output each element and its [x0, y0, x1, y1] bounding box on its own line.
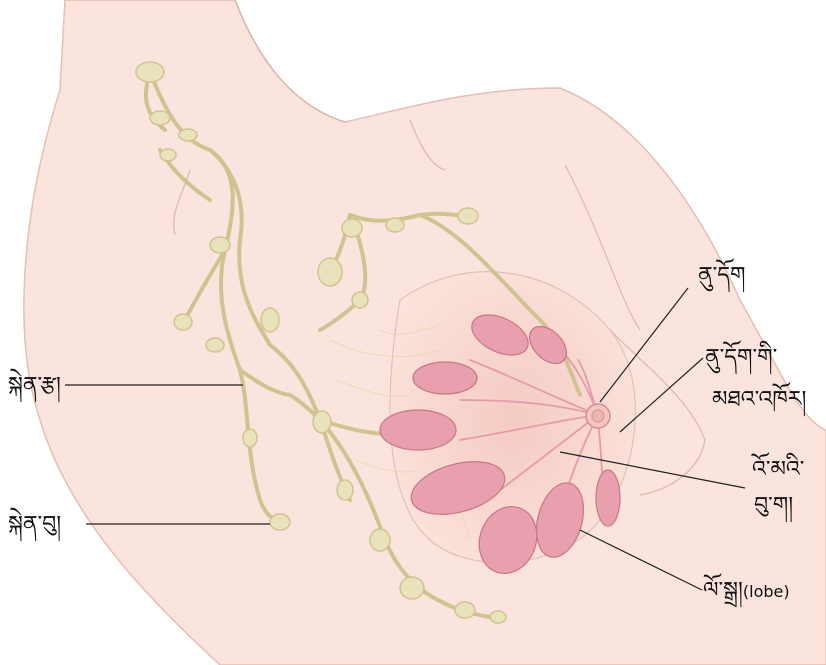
label-lymph-vessel: སྐེན་རྩ།	[8, 368, 61, 403]
lymph-node	[370, 529, 390, 551]
lobule	[596, 470, 620, 526]
lymph-node	[337, 480, 353, 500]
lymph-node	[386, 218, 404, 232]
lymph-node	[210, 237, 230, 253]
label-duct-line1: འོ་མའི་	[751, 452, 805, 482]
lymph-node	[160, 149, 176, 161]
label-lobe-tibetan: ལོ་སྒྲ།	[703, 573, 743, 608]
lymph-node	[342, 219, 362, 237]
nipple	[586, 404, 610, 428]
label-lobe-english: (lobe)	[743, 582, 790, 601]
lymph-node	[455, 602, 475, 618]
label-lymph-node: སྐེན་བུ།	[8, 507, 61, 542]
lymph-node	[261, 308, 279, 332]
lymph-node	[174, 314, 192, 330]
lymph-node	[206, 338, 224, 352]
lymph-node	[243, 429, 257, 447]
lymph-node	[179, 129, 197, 141]
lobule	[380, 410, 456, 450]
lymph-node	[458, 208, 478, 224]
lymph-node	[270, 514, 290, 530]
lymph-node	[352, 292, 368, 308]
lymph-node	[313, 411, 331, 433]
lymph-node	[318, 258, 342, 286]
lymph-node	[400, 577, 424, 599]
lymph-node	[490, 611, 506, 623]
lymph-node	[150, 111, 170, 125]
lymph-node	[136, 62, 164, 82]
label-nipple: ནུ་དོག	[698, 258, 746, 293]
label-areola-line1: ནུ་དོག་གི་	[705, 340, 777, 375]
lobule	[413, 362, 477, 394]
label-areola-line2: མཐའ་འཁོར།	[712, 382, 807, 417]
